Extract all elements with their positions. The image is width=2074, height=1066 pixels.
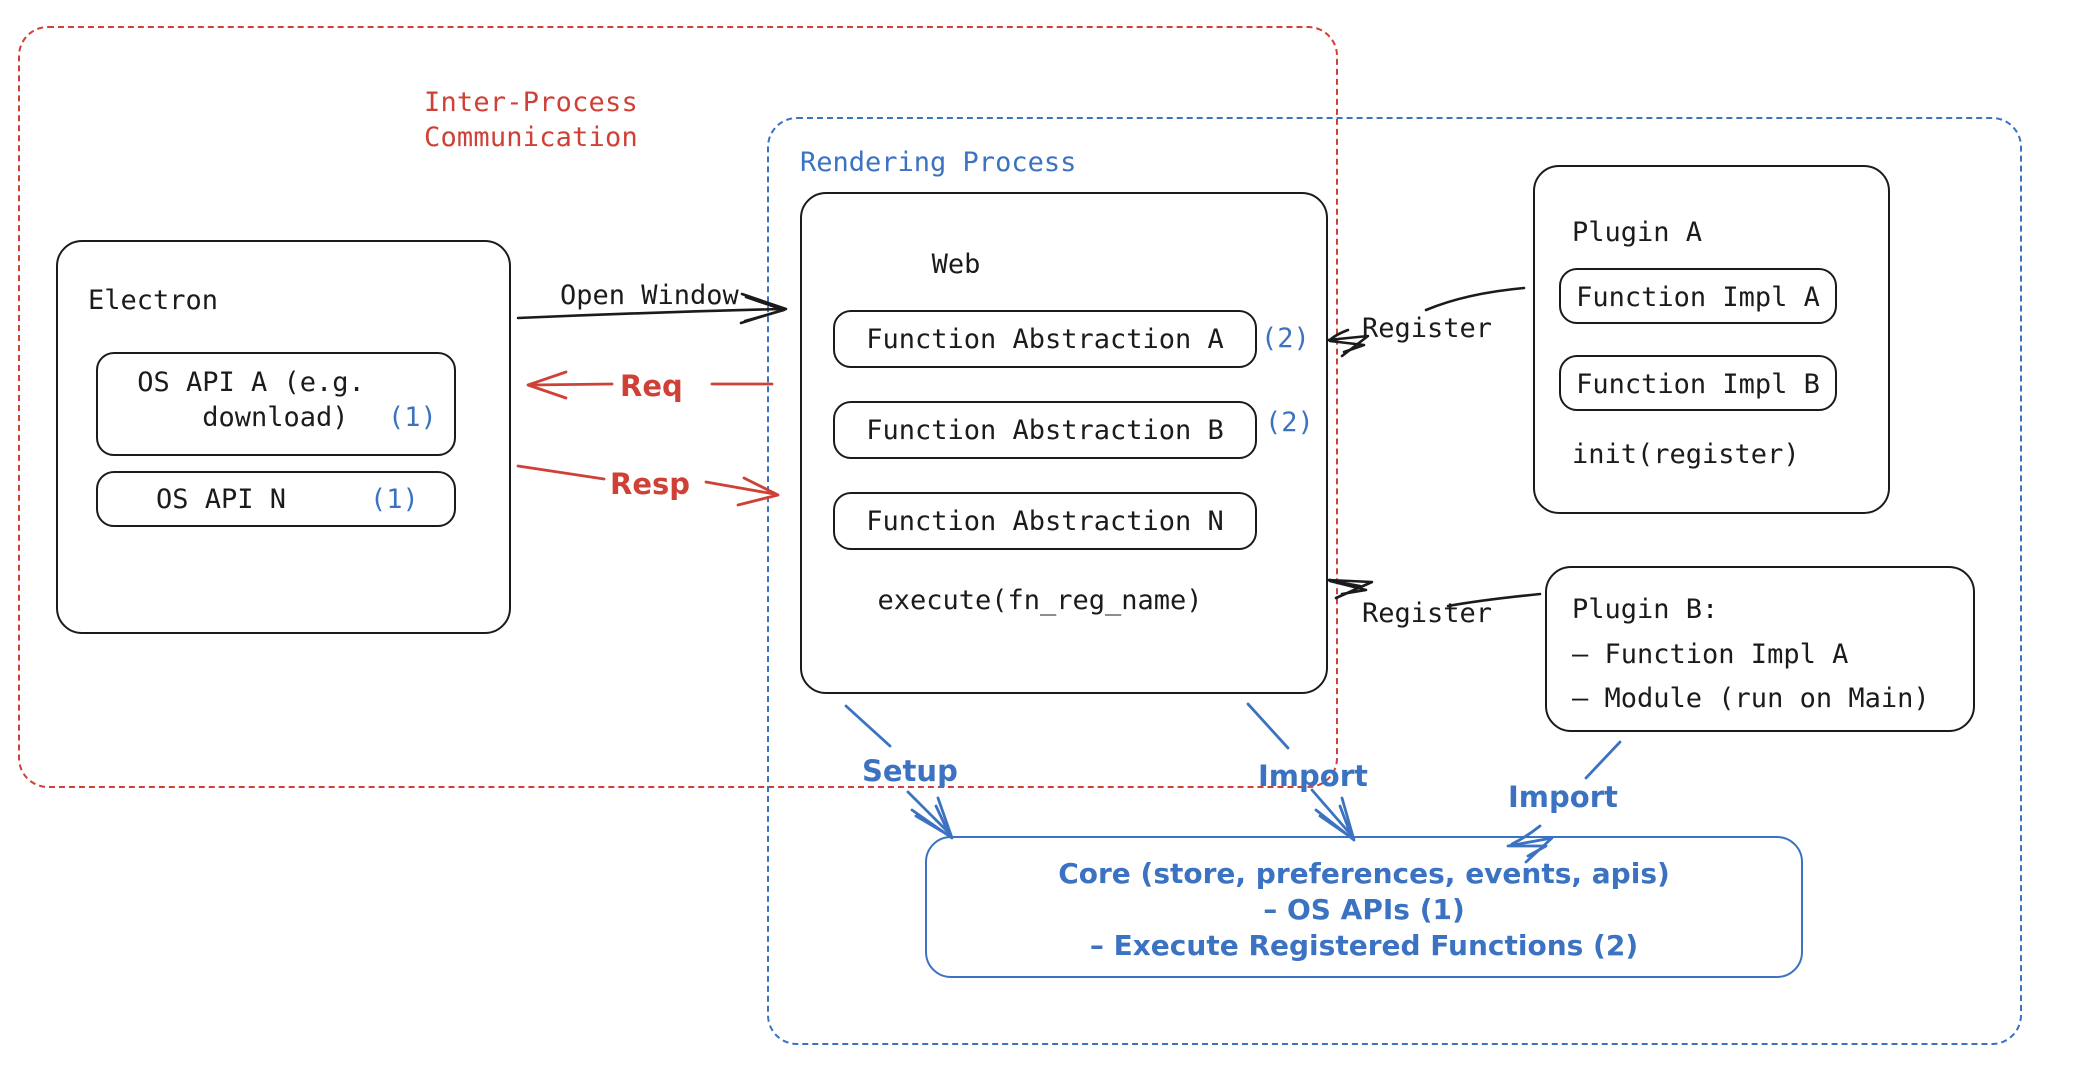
edge-label-req: Req xyxy=(620,369,683,403)
group-inter-process-communication xyxy=(18,26,1338,788)
web-title: Web xyxy=(931,249,981,280)
plugin-a-footer: init(register) xyxy=(1572,439,1800,470)
core-line-1: Core (store, preferences, events, apis) xyxy=(1058,857,1670,890)
function-abstraction-b-box xyxy=(833,401,1257,459)
electron-box xyxy=(56,240,511,634)
group-title-rendering-process: Rendering Process xyxy=(800,147,1077,178)
web-box xyxy=(800,192,1328,694)
plugin-b-line-2: – Module (run on Main) xyxy=(1572,683,1930,714)
function-abstraction-n-label: Function Abstraction N xyxy=(866,506,1224,537)
edge-label-open-window: Open Window xyxy=(560,280,739,311)
web-footer: execute(fn_reg_name) xyxy=(877,585,1203,616)
os-api-a-label: OS API A (e.g. download) xyxy=(137,367,365,433)
plugin-a-title: Plugin A xyxy=(1572,217,1703,248)
plugin-a-impl-a-label: Function Impl A xyxy=(1576,282,1820,313)
edge-label-import-web: Import xyxy=(1258,759,1368,793)
plugin-a-impl-b-box xyxy=(1559,355,1837,411)
edge-label-register-plugin-b: Register xyxy=(1362,598,1493,629)
plugin-b-title: Plugin B: xyxy=(1572,594,1719,625)
group-rendering-process xyxy=(767,117,2022,1045)
function-abstraction-a-label: Function Abstraction A xyxy=(866,324,1224,355)
edge-label-setup: Setup xyxy=(862,754,958,788)
plugin-b-line-1: – Function Impl A xyxy=(1572,639,1849,670)
function-abstraction-n-box xyxy=(833,492,1257,550)
os-api-a-tag: (1) xyxy=(388,402,437,433)
edge-label-import-plugin-b: Import xyxy=(1508,780,1618,814)
function-abstraction-a-box xyxy=(833,310,1257,368)
core-line-2: – OS APIs (1) xyxy=(1263,893,1465,926)
function-abstraction-b-label: Function Abstraction B xyxy=(866,415,1224,446)
plugin-a-impl-b-label: Function Impl B xyxy=(1576,369,1820,400)
core-box xyxy=(925,836,1803,978)
os-api-n-tag: (1) xyxy=(370,484,419,515)
edge-label-register-plugin-a: Register xyxy=(1362,313,1493,344)
edge-label-resp: Resp xyxy=(610,467,691,501)
function-abstraction-a-tag: (2) xyxy=(1261,323,1310,354)
plugin-a-box xyxy=(1533,165,1890,514)
os-api-a-box xyxy=(96,352,456,456)
core-line-3: – Execute Registered Functions (2) xyxy=(1089,929,1639,962)
os-api-n-label: OS API N xyxy=(155,484,287,515)
os-api-n-box xyxy=(96,471,456,527)
electron-title: Electron xyxy=(88,285,219,316)
group-title-ipc: Inter-Process Communication xyxy=(424,87,638,153)
plugin-b-box xyxy=(1545,566,1975,732)
plugin-a-impl-a-box xyxy=(1559,268,1837,324)
function-abstraction-b-tag: (2) xyxy=(1265,407,1314,438)
